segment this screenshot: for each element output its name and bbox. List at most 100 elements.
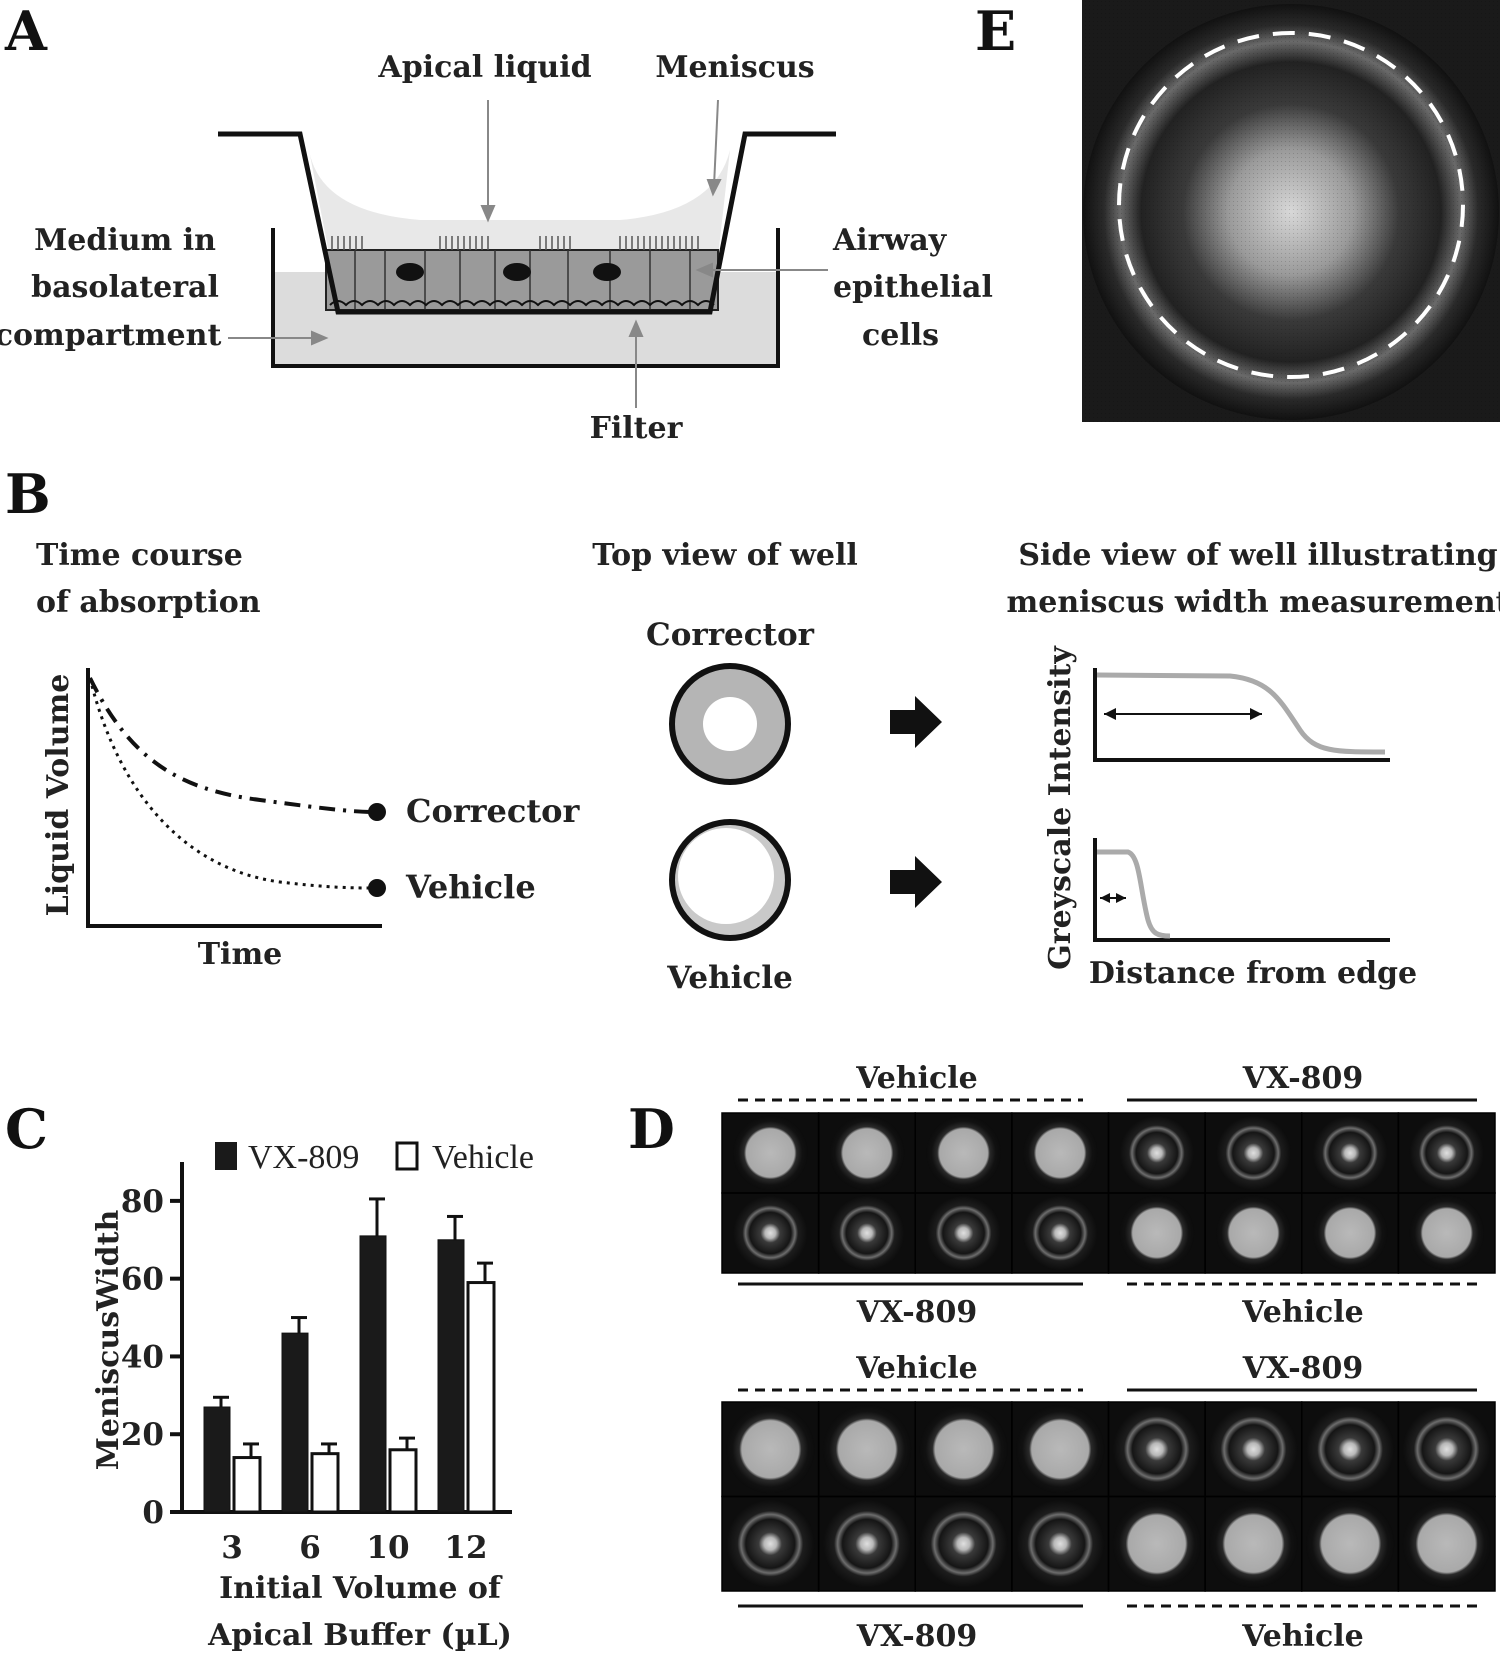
y-tick-label: 40 bbox=[121, 1339, 164, 1375]
timecourse-axes bbox=[86, 668, 382, 928]
well-thumbnail-vx809 bbox=[1402, 1404, 1492, 1494]
side-view-top-axes bbox=[1093, 668, 1390, 762]
label-timecourse-1: Time course bbox=[36, 538, 243, 573]
well-thumbnail-vx809 bbox=[1022, 1195, 1098, 1271]
well-thumbnail-vehicle bbox=[1402, 1499, 1492, 1589]
panel-b-letter: B bbox=[5, 462, 51, 526]
x-axis-label-2: Apical Buffer (µL) bbox=[207, 1618, 512, 1653]
bar-vx-809 bbox=[281, 1332, 309, 1513]
bar-vx-809 bbox=[203, 1406, 231, 1513]
well-thumbnail-vehicle bbox=[1312, 1195, 1388, 1271]
label-top-corrector: Corrector bbox=[646, 617, 815, 653]
label-airway-3: cells bbox=[862, 318, 939, 353]
label-timecourse-vehicle: Vehicle bbox=[405, 868, 536, 906]
d2-top-right-label: VX-809 bbox=[1242, 1351, 1364, 1386]
panel-d: D Vehicle VX-809 VX-809 Vehicle Vehicle … bbox=[628, 1061, 1496, 1653]
x-tick-label: 6 bbox=[299, 1530, 321, 1566]
well-thumbnail-vx809 bbox=[1015, 1499, 1105, 1589]
label-greyscale-intensity: Greyscale Intensity bbox=[1043, 645, 1078, 970]
well-thumbnail-vehicle bbox=[919, 1404, 1008, 1494]
legend-vx-label: VX-809 bbox=[248, 1139, 359, 1176]
bar-vehicle bbox=[310, 1452, 340, 1514]
well-thumbnail-vehicle bbox=[822, 1404, 912, 1494]
legend-vx-swatch bbox=[215, 1142, 237, 1170]
well-thumbnail-vx809 bbox=[725, 1499, 815, 1589]
well-thumbnail-vehicle bbox=[725, 1404, 815, 1494]
panel-a: A Apical l bbox=[0, 0, 993, 446]
label-time: Time bbox=[198, 937, 283, 972]
side-arrow-r2 bbox=[1116, 893, 1126, 903]
well-thumbnail-vx809 bbox=[732, 1195, 808, 1271]
bar-vehicle bbox=[232, 1456, 262, 1514]
panel-a-letter: A bbox=[4, 0, 48, 63]
label-meniscus: Meniscus bbox=[655, 50, 814, 85]
well-thumbnail-vx809 bbox=[1112, 1404, 1202, 1494]
timecourse-corrector-curve bbox=[88, 677, 376, 814]
bar-vx-809 bbox=[359, 1235, 387, 1513]
d1-bottom-right-label: Vehicle bbox=[1241, 1295, 1364, 1330]
x-tick-label: 10 bbox=[366, 1530, 409, 1566]
well-thumbnail-vehicle bbox=[1119, 1195, 1195, 1271]
well-thumbnail-vehicle bbox=[1305, 1499, 1395, 1589]
d1-bottom-left-label: VX-809 bbox=[856, 1295, 978, 1330]
well-thumbnail-vx809 bbox=[1215, 1115, 1292, 1191]
side-view-bottom-axes bbox=[1093, 838, 1390, 942]
label-apical-liquid: Apical liquid bbox=[377, 50, 591, 85]
top-view-corrector-center bbox=[703, 697, 757, 751]
label-top-view: Top view of well bbox=[592, 538, 858, 573]
label-airway-2: epithelial bbox=[833, 270, 993, 305]
panel-e: E bbox=[975, 0, 1500, 422]
y-tick-label: 0 bbox=[142, 1495, 164, 1531]
x-tick-label: 12 bbox=[444, 1530, 487, 1566]
label-medium-3: compartment bbox=[0, 318, 221, 353]
well-thumbnail-vx809 bbox=[1305, 1404, 1395, 1494]
well-thumbnail-vehicle bbox=[1409, 1195, 1485, 1271]
well-thumbnail-frame bbox=[1397, 1192, 1496, 1274]
side-arrow-r1 bbox=[1250, 708, 1262, 720]
y-tick-label: 20 bbox=[121, 1417, 164, 1453]
well-thumbnail-vx809 bbox=[919, 1499, 1008, 1589]
label-side-view-1: Side view of well illustrating bbox=[1018, 538, 1497, 573]
side-arrow-l2 bbox=[1100, 893, 1110, 903]
panel-c-letter: C bbox=[5, 1097, 48, 1161]
well-thumbnail-vehicle bbox=[1209, 1499, 1298, 1589]
well-thumbnail-vehicle bbox=[829, 1115, 905, 1191]
side-arrow-l1 bbox=[1104, 708, 1116, 720]
label-side-view-2: meniscus width measurement bbox=[1006, 585, 1500, 620]
epithelial-cell-layer bbox=[325, 236, 719, 311]
label-timecourse-2: of absorption bbox=[36, 585, 261, 620]
d1-top-right-label: VX-809 bbox=[1242, 1061, 1364, 1096]
y-axis-label: MeniscusWidth bbox=[91, 1210, 126, 1471]
d2-bottom-left-label: VX-809 bbox=[856, 1619, 978, 1653]
legend-vehicle-swatch bbox=[395, 1141, 419, 1171]
panel-e-letter: E bbox=[975, 0, 1016, 63]
well-thumbnail-vx809 bbox=[1119, 1115, 1195, 1191]
legend-vehicle-label: Vehicle bbox=[432, 1139, 534, 1176]
arrow-vehicle bbox=[890, 856, 942, 908]
well-thumbnail-vehicle bbox=[1015, 1404, 1105, 1494]
label-liquid-volume: Liquid Volume bbox=[41, 674, 76, 917]
top-view-vehicle-center bbox=[678, 828, 774, 924]
bar-vx-809 bbox=[437, 1239, 465, 1513]
side-view-corrector-profile bbox=[1096, 672, 1386, 755]
well-thumbnail-vx809 bbox=[925, 1195, 1002, 1271]
d1-top-left-label: Vehicle bbox=[855, 1061, 978, 1096]
d2-top-left-label: Vehicle bbox=[855, 1351, 978, 1386]
label-top-vehicle: Vehicle bbox=[666, 960, 793, 996]
bar-vehicle bbox=[388, 1448, 418, 1514]
well-thumbnail-vx809 bbox=[1409, 1115, 1485, 1191]
well-thumbnail-vehicle bbox=[1112, 1499, 1202, 1589]
d2-bottom-right-label: Vehicle bbox=[1241, 1619, 1364, 1653]
label-distance-from-edge: Distance from edge bbox=[1089, 956, 1417, 991]
well-thumbnail-vx809 bbox=[822, 1499, 912, 1589]
vehicle-endpoint bbox=[368, 879, 386, 897]
panel-d-letter: D bbox=[628, 1097, 675, 1161]
panel-b: B Time course of absorption Corrector Ve… bbox=[5, 462, 1500, 996]
well-thumbnail-vehicle bbox=[1215, 1195, 1292, 1271]
well-thumbnail-vehicle bbox=[732, 1115, 808, 1191]
bar-vehicle bbox=[466, 1281, 496, 1514]
label-filter: Filter bbox=[590, 411, 684, 446]
d2-wells bbox=[721, 1401, 1496, 1592]
